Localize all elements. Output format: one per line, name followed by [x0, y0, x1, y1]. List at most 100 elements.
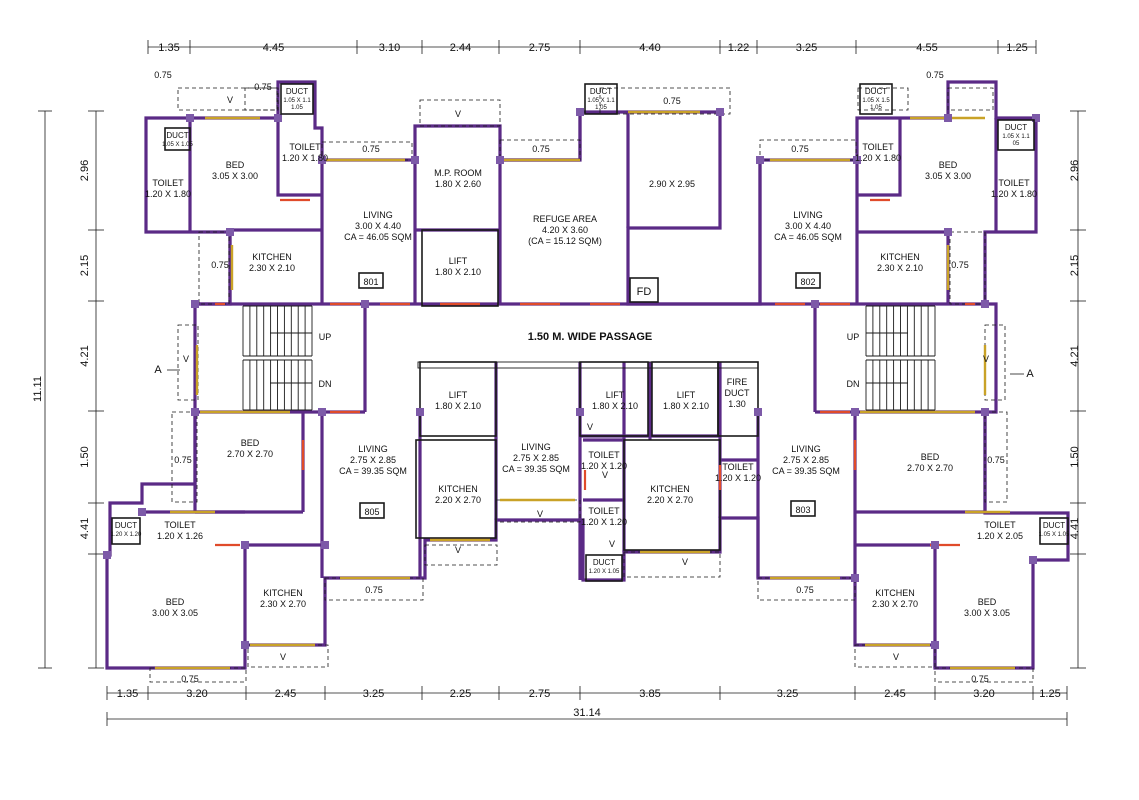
right-dimension-label: 1.50 — [1069, 446, 1081, 467]
projection — [419, 99, 501, 127]
room-size: 1.20 X 2.05 — [977, 531, 1023, 541]
top-dimension-label: 1.35 — [158, 42, 179, 54]
duct-outline — [1039, 517, 1069, 545]
duct-name: DUCT — [1043, 521, 1065, 530]
duct-outline — [585, 554, 623, 582]
vent-label: V — [893, 652, 899, 662]
bottom-dimension-label: 3.25 — [363, 688, 384, 700]
vent-label: V — [983, 354, 989, 364]
column — [754, 408, 762, 416]
room-name: TOILET — [289, 142, 321, 152]
room-carpet-area: 1.30 — [728, 399, 746, 409]
column — [191, 408, 199, 416]
room-name: BED — [241, 438, 260, 448]
ledge-label: 0.75 — [796, 585, 814, 595]
room-name: KITCHEN — [650, 484, 690, 494]
stair-up-label: UP — [319, 332, 332, 342]
room-name: LIVING — [521, 442, 551, 452]
room-name: TOILET — [152, 178, 184, 188]
ledge-label: 0.75 — [365, 585, 383, 595]
room-name: TOILET — [588, 450, 620, 460]
room-size: 2.20 X 2.70 — [647, 495, 693, 505]
column — [853, 156, 861, 164]
room-name: KITCHEN — [875, 588, 915, 598]
room-size: 3.00 X 3.05 — [964, 608, 1010, 618]
duct-size: 05 — [1013, 141, 1020, 147]
kitchen-core — [415, 439, 497, 539]
duct-outline — [164, 127, 191, 151]
room-carpet-area: CA = 39.35 SQM — [502, 464, 570, 474]
duct-outline — [584, 83, 618, 115]
projection — [149, 667, 247, 683]
column — [576, 408, 584, 416]
projection — [198, 231, 230, 305]
room-name: TOILET — [588, 506, 620, 516]
projection — [984, 324, 1006, 401]
top-dimension-label: 1.22 — [728, 42, 749, 54]
room-name: LIFT — [449, 390, 468, 400]
fd-box — [629, 277, 659, 303]
ledge-label: 0.75 — [154, 70, 172, 80]
bottom-dimension-label: 3.20 — [186, 688, 207, 700]
column — [811, 300, 819, 308]
projection — [623, 551, 721, 578]
room-size: 1.20 X 1.20 — [581, 517, 627, 527]
room-size: 2.90 X 2.95 — [649, 179, 695, 189]
vent-label: V — [280, 652, 286, 662]
overall-height-label: 11.11 — [32, 376, 44, 402]
room-name: BED — [978, 597, 997, 607]
bottom-dimension-label: 3.85 — [639, 688, 660, 700]
column — [1029, 556, 1037, 564]
column — [576, 108, 584, 116]
ledge-label: 0.75 — [663, 96, 681, 106]
room-size: 1.20 X 1.80 — [855, 153, 901, 163]
section-marker: A — [154, 364, 162, 376]
top-dimension-label: 2.75 — [529, 42, 550, 54]
column — [944, 114, 952, 122]
duct-outline — [111, 517, 141, 545]
room-size: DUCT — [725, 388, 750, 398]
duct-size: 1.05 X 1.05 — [1039, 532, 1070, 538]
room-name: KITCHEN — [880, 252, 920, 262]
column — [321, 541, 329, 549]
duct-size: 1.05 X 1.1 — [1002, 134, 1030, 140]
left-dimension-label: 4.21 — [79, 345, 91, 366]
room-size: 1.80 X 2.10 — [435, 267, 481, 277]
outer-wall — [105, 80, 1070, 670]
room-name: KITCHEN — [252, 252, 292, 262]
duct-name: DUCT — [865, 87, 887, 96]
room-name: LIVING — [358, 444, 388, 454]
room-name: LIFT — [677, 390, 696, 400]
room-name: LIFT — [606, 390, 625, 400]
ledge-label: 0.75 — [971, 674, 989, 684]
room-size: 1.20 X 1.80 — [282, 153, 328, 163]
duct-size: 1.05 — [870, 105, 882, 111]
kitchen-core — [623, 439, 721, 551]
column — [241, 641, 249, 649]
room-size: 1.80 X 2.10 — [592, 401, 638, 411]
top-dimension-label: 3.10 — [379, 42, 400, 54]
column — [981, 300, 989, 308]
room-size: 2.75 X 2.85 — [350, 455, 396, 465]
room-size: 2.70 X 2.70 — [907, 463, 953, 473]
room-size: 1.20 X 1.80 — [145, 189, 191, 199]
projection — [854, 644, 936, 668]
projection — [247, 644, 329, 668]
duct: DUCT 1.05 X 1.05 — [1039, 517, 1070, 545]
